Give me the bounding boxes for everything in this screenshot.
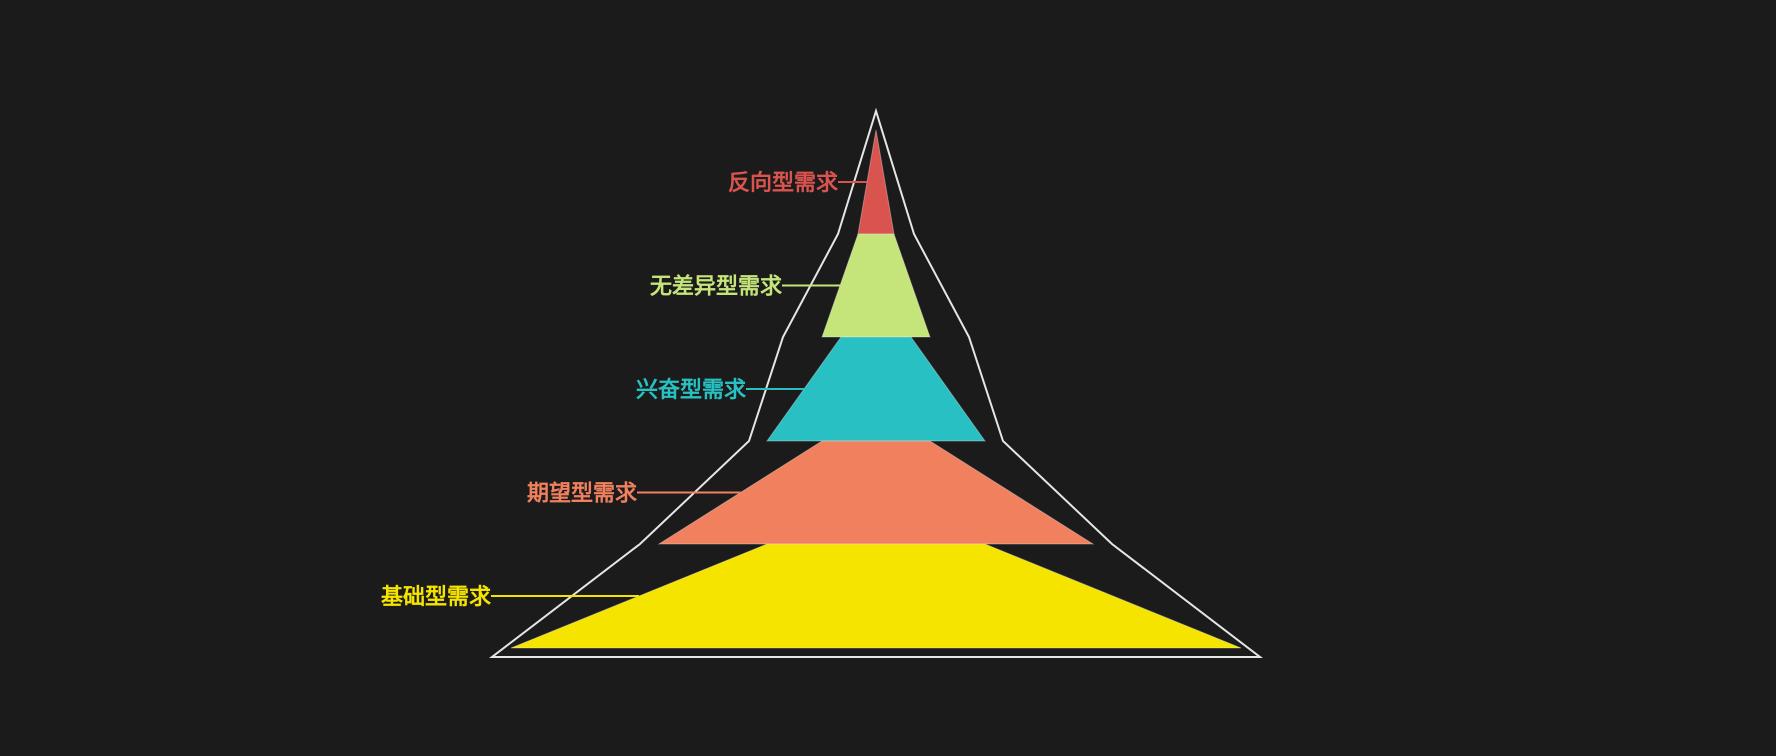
level-label: 期望型需求 — [527, 482, 637, 507]
level-excitement-requirement: 兴奋型需求 — [636, 336, 986, 442]
level-expected-requirement: 期望型需求 — [527, 440, 1095, 545]
level-band — [766, 336, 986, 442]
level-basic-requirement: 基础型需求 — [381, 543, 1242, 649]
level-label: 无差异型需求 — [650, 274, 782, 300]
level-indifferent-requirement: 无差异型需求 — [650, 233, 931, 338]
level-band — [657, 440, 1095, 545]
level-reverse-requirement: 反向型需求 — [728, 129, 895, 235]
level-label: 兴奋型需求 — [636, 378, 746, 403]
level-label: 基础型需求 — [381, 585, 491, 610]
level-band — [821, 233, 931, 338]
pyramid-outline — [489, 107, 1263, 658]
level-band — [510, 543, 1242, 649]
level-label: 反向型需求 — [728, 170, 838, 196]
